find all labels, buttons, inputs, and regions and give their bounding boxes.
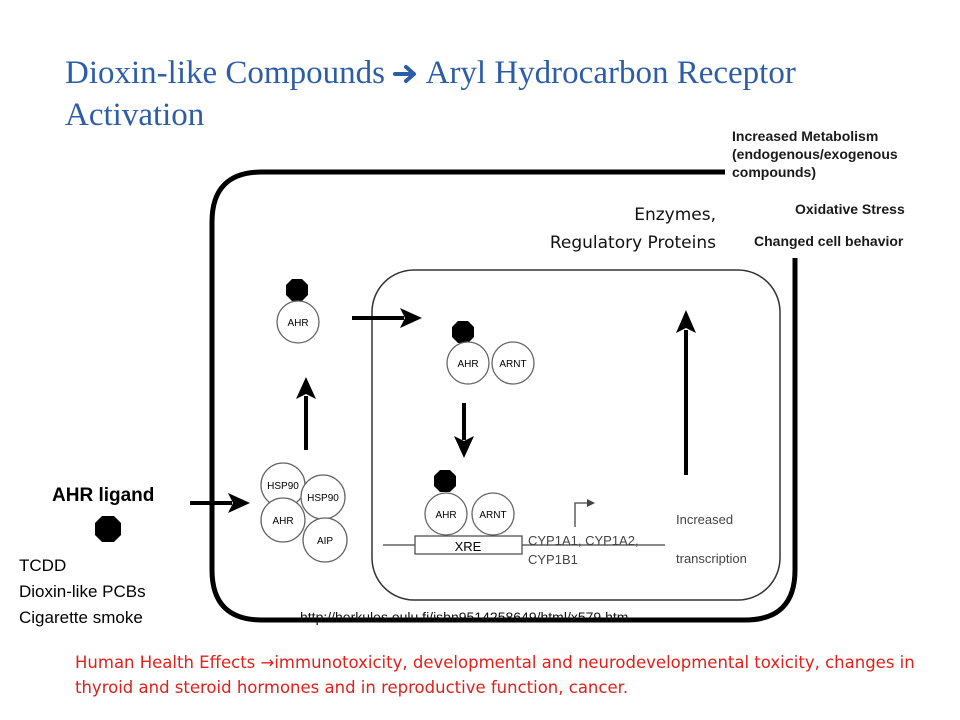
arrow-ahr-to-nucleus xyxy=(352,308,422,328)
metabolism-effect: Increased Metabolism (endogenous/exogeno… xyxy=(732,127,898,181)
hsp90-label-2: HSP90 xyxy=(307,493,339,504)
ligand-icon xyxy=(95,516,121,542)
right-arrow-icon xyxy=(393,55,425,91)
ahr-circle-dna xyxy=(424,492,468,536)
ligand-example-3: Cigarette smoke xyxy=(19,608,143,627)
ahr-circle-cytoplasm xyxy=(276,300,320,344)
xre-label: XRE xyxy=(455,539,482,554)
ligand-icon xyxy=(434,470,456,492)
hsp90-complex: HSP90 HSP90 AHR AIP xyxy=(260,462,348,563)
transcription-line1: Increased xyxy=(676,512,733,527)
cell-membrane xyxy=(209,169,798,623)
ligand-example-1: TCDD xyxy=(19,556,67,575)
ahr-label-complex: AHR xyxy=(272,516,293,527)
transcription-start-icon xyxy=(574,499,595,527)
right-arrow-icon: → xyxy=(260,653,275,672)
aip-circle xyxy=(302,517,348,563)
title-part2: Aryl Hydrocarbon Receptor xyxy=(425,55,796,91)
arnt-circle-nucleus xyxy=(491,341,535,385)
xre-box xyxy=(414,535,523,555)
page-title: Dioxin-like Compounds Aryl Hydrocarbon R… xyxy=(65,52,925,136)
metabolism-line2: (endogenous/exogenous xyxy=(732,146,898,162)
title-part1: Dioxin-like Compounds xyxy=(65,55,385,91)
ahr-label-nucleus: AHR xyxy=(457,359,478,370)
arrow-transcription-to-proteins xyxy=(676,310,696,475)
ahr-ligand-label: AHR ligand xyxy=(52,485,154,506)
enzymes-line1: Enzymes, xyxy=(634,205,716,225)
health-prefix: Human Health Effects xyxy=(75,653,261,672)
health-text: immunotoxicity, developmental and neurod… xyxy=(75,653,915,697)
metabolism-line3: compounds) xyxy=(732,164,816,180)
enzymes-label: Enzymes, Regulatory Proteins xyxy=(480,201,716,257)
ligand-icon xyxy=(452,321,474,343)
enzymes-line2: Regulatory Proteins xyxy=(549,233,716,253)
arrow-complex-to-ahr xyxy=(296,377,316,450)
aip-label: AIP xyxy=(317,536,333,547)
hsp90-label-1: HSP90 xyxy=(267,481,299,492)
title-line2: Activation xyxy=(65,97,205,133)
ligand-example-2: Dioxin-like PCBs xyxy=(19,582,146,601)
ahr-circle-complex xyxy=(260,497,306,543)
genes-line1: CYP1A1, CYP1A2, xyxy=(528,533,639,548)
ahr-circle-nucleus xyxy=(446,341,490,385)
ahr-label-dna: AHR xyxy=(435,510,456,521)
source-link[interactable]: http://herkules.oulu.fi/isbn9514258649/h… xyxy=(300,609,629,625)
arnt-label-dna: ARNT xyxy=(479,510,506,521)
arrow-to-dna xyxy=(454,403,474,458)
oxidative-stress-label: Oxidative Stress xyxy=(795,201,905,217)
nucleus xyxy=(371,269,781,601)
arnt-circle-dna xyxy=(471,492,515,536)
metabolism-line1: Increased Metabolism xyxy=(732,128,879,144)
ligand-examples: TCDD Dioxin-like PCBs Cigarette smoke xyxy=(19,553,146,631)
genes-line2: CYP1B1 xyxy=(528,552,578,567)
arrow-ligand-to-complex xyxy=(190,493,250,513)
arnt-label-nucleus: ARNT xyxy=(499,359,526,370)
cell-behavior-label: Changed cell behavior xyxy=(754,233,904,249)
ahr-label-cytoplasm: AHR xyxy=(287,318,308,329)
health-effects: Human Health Effects →immunotoxicity, de… xyxy=(75,650,955,700)
ligand-icon xyxy=(286,279,308,301)
transcription-line2: transcription xyxy=(676,551,747,566)
